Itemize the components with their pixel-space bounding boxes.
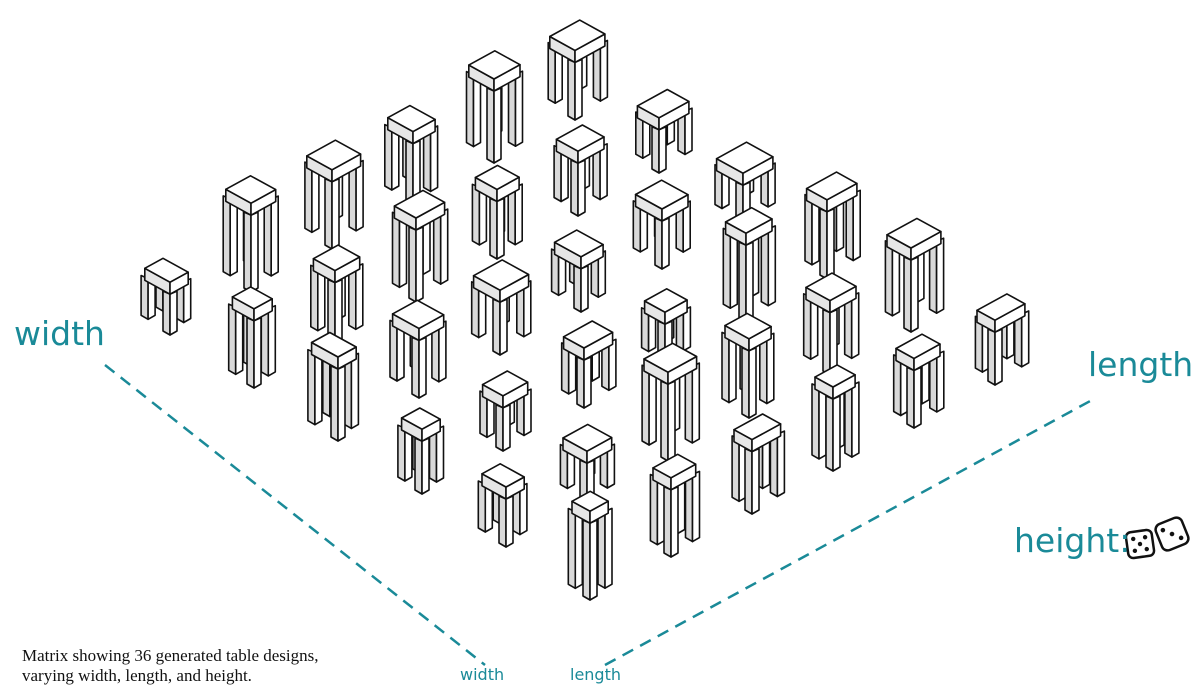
table-design-21 (470, 259, 532, 356)
table-design-5 (892, 333, 945, 429)
table-design-22 (550, 229, 607, 313)
table-design-34 (383, 104, 439, 207)
table-design-8 (559, 423, 616, 505)
length-axis-title: length (1088, 345, 1194, 384)
length-axis-end-label: length (570, 665, 621, 684)
table-design-2 (649, 453, 701, 558)
table-design-9 (641, 342, 701, 462)
table-design-1 (567, 490, 613, 601)
table-design-14 (479, 370, 532, 452)
table-design-20 (389, 299, 447, 399)
table-design-19 (307, 331, 360, 442)
width-axis-line (104, 364, 486, 666)
table-design-32 (222, 175, 280, 293)
table-design-23 (632, 179, 692, 270)
table-design-13 (397, 407, 445, 495)
table-design-4 (811, 364, 860, 472)
table-design-17 (722, 206, 777, 323)
table-design-33 (304, 139, 364, 250)
table-design-27 (391, 189, 449, 303)
table-design-16 (640, 287, 692, 366)
table-design-36 (547, 19, 609, 121)
width-axis-end-label: width (460, 665, 505, 684)
table-design-6 (974, 293, 1030, 386)
figure-caption: Matrix showing 36 generated table design… (22, 646, 319, 685)
table-design-30 (634, 88, 693, 174)
table-design-18 (804, 171, 862, 280)
table-design-15 (560, 320, 617, 409)
length-axis-line (604, 398, 1093, 667)
height-axis-title: height: (1014, 521, 1131, 560)
table-design-35 (465, 49, 524, 164)
dice-icon (1124, 516, 1190, 560)
table-design-10 (721, 312, 775, 419)
table-design-11 (802, 272, 860, 376)
table-design-12 (884, 217, 945, 333)
table-design-3 (731, 413, 786, 515)
table-grid (140, 19, 1030, 601)
table-design-7 (477, 462, 528, 548)
table-design-25 (227, 286, 277, 389)
width-axis-title: width (14, 314, 105, 353)
table-design-31 (140, 257, 192, 336)
table-design-28 (471, 164, 524, 260)
table-design-26 (309, 244, 364, 346)
table-design-29 (553, 124, 608, 217)
